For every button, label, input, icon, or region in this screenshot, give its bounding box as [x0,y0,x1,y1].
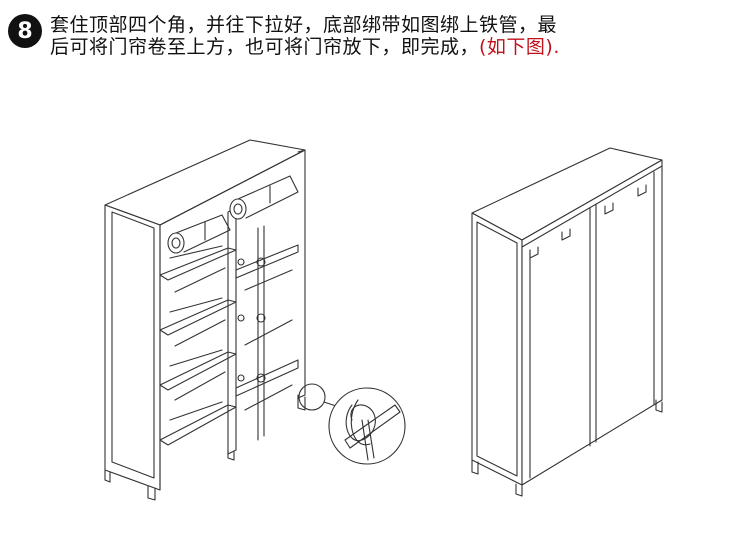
instruction-see-figure: (如下图). [479,36,560,58]
strap-detail-zoom [328,387,406,465]
instruction-line-2: 后可将门帘卷至上方，也可将门帘放下，即完成，(如下图). [50,36,740,58]
step-number: 8 [17,18,33,44]
instruction-line-1: 套住顶部四个角，并往下拉好，底部绑带如图绑上铁管，最 [50,14,558,36]
left-wardrobe [104,139,343,501]
step-number-badge: 8 [8,14,42,48]
instruction-line-2-main: 后可将门帘卷至上方，也可将门帘放下，即完成， [50,36,480,58]
right-wardrobe [471,147,663,497]
instruction-text: 套住顶部四个角，并往下拉好，底部绑带如图绑上铁管，最 后可将门帘卷至上方，也可将… [50,14,740,58]
